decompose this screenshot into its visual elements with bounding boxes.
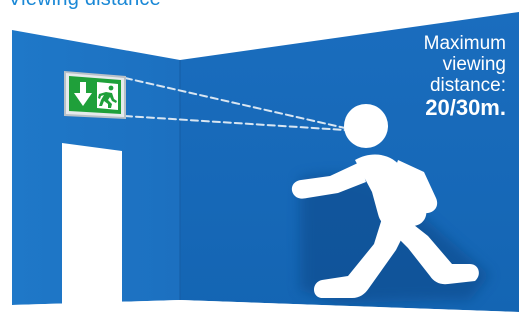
- emergency-exit-sign-icon: [64, 71, 126, 119]
- distance-value-terminator: .: [500, 95, 506, 120]
- caption-line-2: viewing: [424, 54, 506, 75]
- distance-value: 20/30m: [425, 95, 500, 120]
- distance-caption: Maximum viewing distance: 20/30m.: [424, 33, 506, 120]
- caption-value-line: 20/30m.: [424, 97, 506, 120]
- caption-line-3: distance:: [424, 75, 506, 96]
- caption-line-1: Maximum: [424, 33, 506, 54]
- door-opening: [62, 143, 122, 304]
